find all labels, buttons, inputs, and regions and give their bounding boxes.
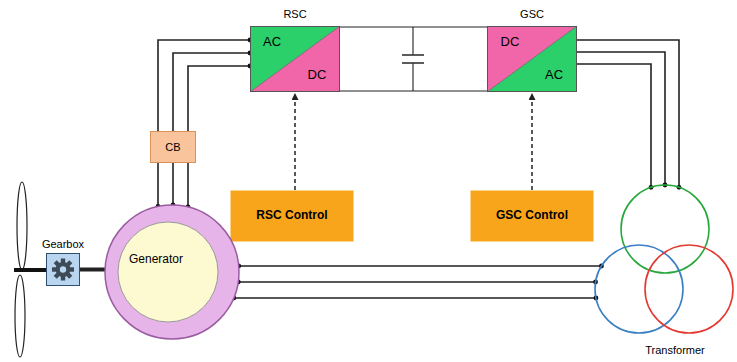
control-block: GSC Control [470,190,594,242]
converter-half [250,26,340,92]
converter-border [488,27,577,92]
winding-circle [595,245,683,333]
power-wire [158,163,188,207]
transformer-label: Transformer [645,344,705,357]
control-label: GSC Control [496,209,568,223]
converter-half [487,26,577,92]
gearbox-outline [46,253,80,286]
control-label: RSC Control [256,209,327,223]
converter-half [250,26,340,92]
converter-half [487,26,577,92]
generator: Generator [104,204,240,340]
power-wire [80,268,105,272]
circuit-breaker: CB [150,131,196,163]
gear-icon [52,259,74,281]
connector-group [158,38,252,131]
power-wire [340,27,487,91]
port-label: DC [308,68,327,83]
breaker-label: CB [165,141,180,154]
capacitor-lead [412,63,413,91]
stator-ring [105,205,239,339]
power-wire [577,40,679,187]
power-wire [158,40,250,131]
converter-border [251,27,340,92]
turbine-blade [15,275,25,357]
control-block: RSC Control [230,190,354,242]
gearbox-label: Gearbox [42,238,84,251]
gearbox: Gearbox [46,253,80,286]
control-block-body [471,191,594,242]
converter-diagonal [487,26,577,92]
port-label: DC [501,35,520,50]
winding-circle [645,245,733,333]
turbine-blade [17,182,27,270]
control-signal-arrow [531,93,533,190]
connector-group [231,264,604,301]
port-label: AC [263,35,281,50]
transformer: Transformer [593,183,735,360]
capacitor-plate [402,54,424,56]
control-signal-arrow [294,93,296,190]
transformer-outline [593,183,735,360]
gear-hole [60,266,66,272]
converter-box: RSCACDC [250,26,340,92]
circuit-breaker-body [151,132,196,163]
connector-group [156,163,191,209]
converter-name: RSC [283,8,306,21]
converter-name: GSC [520,8,544,21]
connector-group [295,93,296,190]
port-label: AC [545,68,563,83]
connector-group [340,27,487,91]
generator-label: Generator [129,253,183,267]
gearbox-body [47,254,80,286]
rotor-disc [118,222,218,322]
gear-wheel [56,262,71,277]
converter-diagonal [250,26,340,92]
converter-box-outline [487,26,577,92]
power-wire [234,266,602,298]
winding-circle [621,185,709,273]
connector-group [532,93,533,190]
turbine-shaft [14,268,47,272]
connector-group [577,40,681,190]
generator-outline [104,204,240,340]
control-block-body [231,191,354,242]
connector-group [80,269,105,270]
capacitor-lead [412,27,413,55]
converter-box: GSCDCAC [487,26,577,92]
